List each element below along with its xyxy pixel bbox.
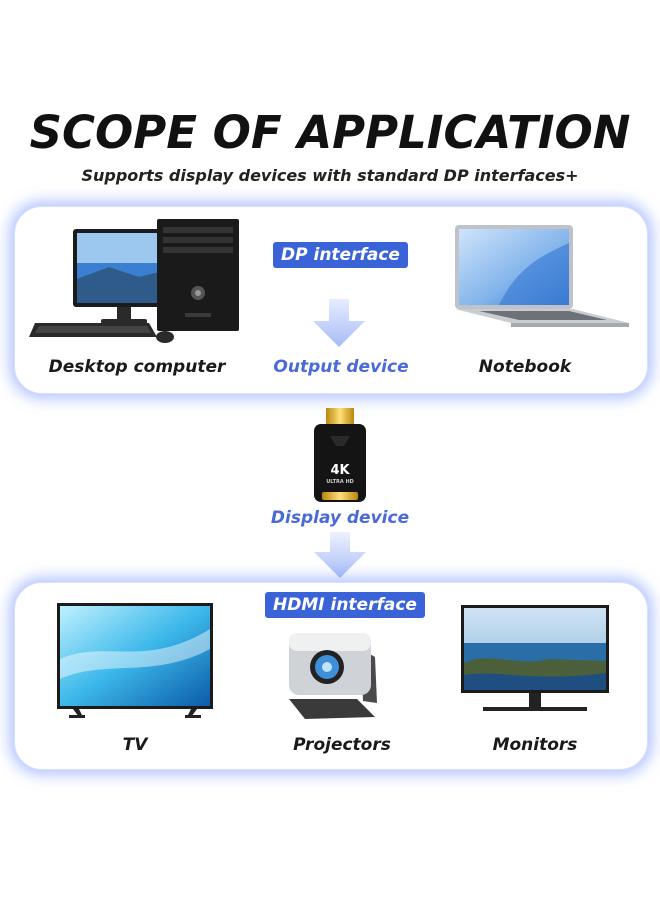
hdmi-interface-tag: HDMI interface [265, 592, 425, 618]
tv-icon [55, 599, 215, 723]
adapter-ultrahd-badge: ULTRA HD [326, 479, 354, 485]
notebook-label: Notebook [478, 357, 572, 377]
display-devices-panel: TV HDMI interface Projectors [14, 582, 648, 770]
dp-interface-tag: DP interface [273, 242, 408, 268]
notebook-laptop-icon [439, 223, 631, 335]
display-device-label: Display device [270, 508, 410, 528]
desktop-computer-label: Desktop computer [48, 357, 226, 377]
desktop-computer-icon [29, 219, 241, 349]
down-arrow-icon [312, 532, 368, 580]
monitor-icon [459, 603, 611, 727]
dp-to-hdmi-adapter-icon [310, 406, 370, 506]
adapter-4k-badge: 4K [330, 463, 350, 478]
projectors-label: Projectors [293, 735, 391, 755]
page-subtitle: Supports display devices with standard D… [81, 166, 579, 185]
output-devices-panel: Desktop computer DP interface Output dev… [14, 206, 648, 394]
monitors-label: Monitors [492, 735, 578, 755]
page-title: SCOPE OF APPLICATION [29, 106, 631, 159]
tv-label: TV [122, 735, 148, 755]
down-arrow-icon [311, 299, 367, 349]
output-device-label: Output device [273, 357, 409, 377]
projector-icon [287, 629, 391, 725]
